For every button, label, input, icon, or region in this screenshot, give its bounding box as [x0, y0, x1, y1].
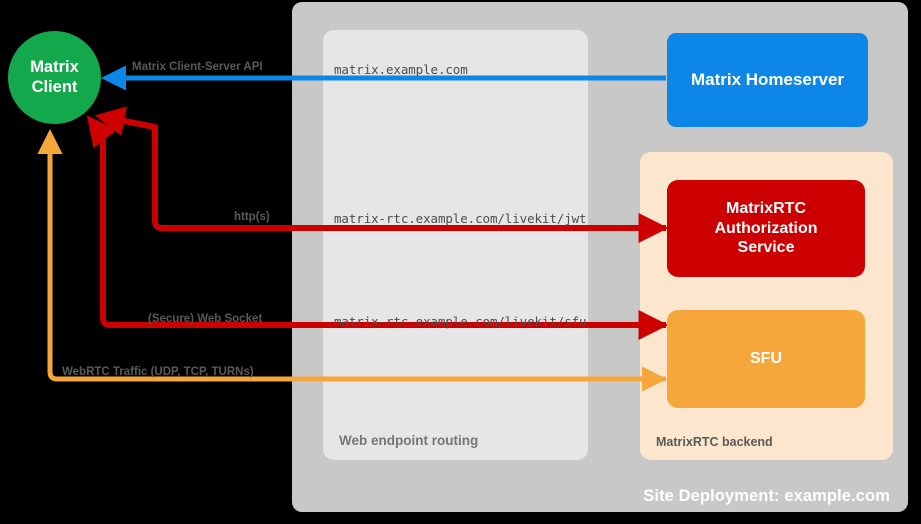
- arrow-webrtc-to-client: [37, 128, 666, 382]
- endpoint-url-matrix: matrix.example.com: [334, 62, 468, 77]
- matrixrtc-auth-label-line3: Service: [737, 239, 795, 257]
- protocol-label-client-server-api: Matrix Client-Server API: [132, 61, 263, 73]
- arrow-https-to-client: [94, 106, 666, 231]
- node-matrixrtc-authorization-service[interactable]: MatrixRTC Authorization Service: [667, 180, 865, 277]
- sfu-label: SFU: [750, 350, 782, 367]
- web-endpoint-routing-container: Web endpoint routing: [323, 30, 588, 460]
- protocol-label-webrtc-traffic: WebRTC Traffic (UDP, TCP, TURNs): [62, 366, 254, 378]
- endpoint-url-livekit-sfu: matrix-rtc.example.com/livekit/sfu: [334, 314, 587, 329]
- node-matrix-client[interactable]: Matrix Client: [8, 31, 101, 124]
- node-sfu[interactable]: SFU: [667, 310, 865, 408]
- matrix-homeserver-label: Matrix Homeserver: [690, 70, 845, 89]
- protocol-label-web-socket: (Secure) Web Socket: [148, 313, 263, 325]
- site-deployment-label: Site Deployment: example.com: [643, 487, 890, 505]
- arrow-websocket-to-client: [86, 115, 666, 328]
- matrix-client-label-line1: Matrix: [30, 58, 79, 77]
- matrixrtc-auth-label-line1: MatrixRTC: [725, 199, 806, 217]
- matrix-client-label-line2: Client: [31, 77, 78, 96]
- endpoint-url-livekit-jwt: matrix-rtc.example.com/livekit/jwt: [334, 211, 587, 226]
- matrixrtc-backend-label: MatrixRTC backend: [656, 435, 773, 449]
- web-endpoint-routing-label: Web endpoint routing: [339, 433, 479, 448]
- matrixrtc-auth-label-line2: Authorization: [714, 219, 818, 237]
- protocol-label-https: http(s): [234, 211, 270, 223]
- node-matrix-homeserver[interactable]: Matrix Homeserver: [667, 33, 868, 127]
